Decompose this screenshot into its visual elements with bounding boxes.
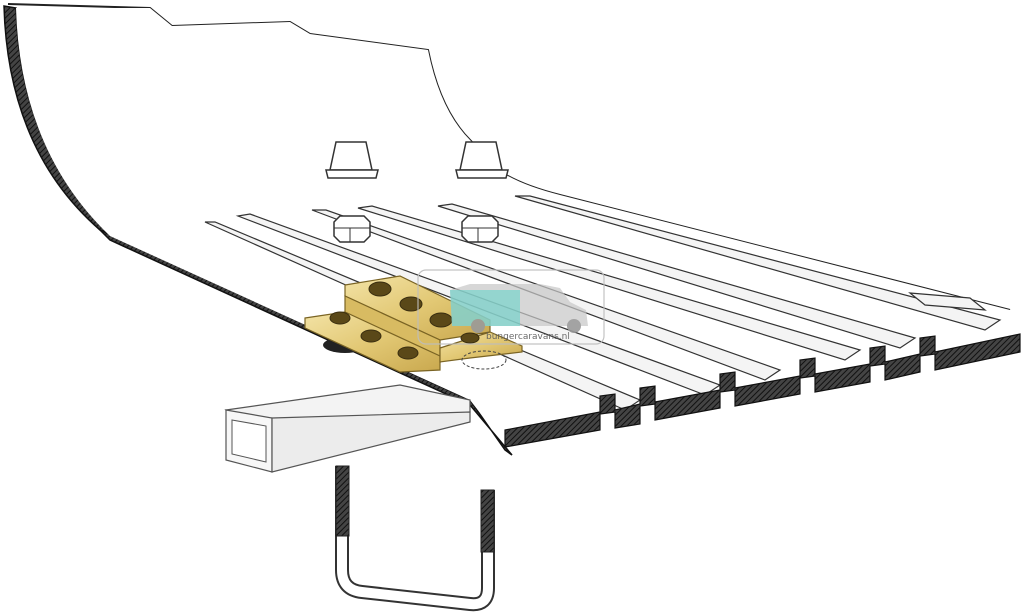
bracket-hole	[429, 312, 453, 328]
u-bolt-thread-left	[335, 465, 350, 537]
floor-ribs	[204, 195, 1002, 411]
floor-cross-section	[504, 333, 1021, 448]
bracket-hole	[368, 281, 392, 297]
bracket-hole	[397, 346, 419, 360]
mount-block-left	[325, 141, 379, 179]
watermark: bungercaravans.nl	[417, 269, 605, 345]
watermark-site-text: bungercaravans.nl	[486, 332, 570, 342]
mount-block-right	[455, 141, 509, 179]
hex-nut-left	[333, 215, 371, 243]
hex-nut-right	[461, 215, 499, 243]
rib-6	[514, 195, 1002, 331]
bracket-hole	[399, 296, 423, 312]
hidden-bolt-hole	[461, 350, 507, 370]
floor-panel	[3, 3, 1020, 456]
rib-4	[357, 205, 862, 361]
camper-van-logo-icon	[450, 284, 588, 333]
chassis-beam	[224, 384, 471, 473]
edge-clip	[908, 292, 987, 311]
rib-5	[437, 203, 917, 349]
bracket-hole	[460, 332, 480, 344]
u-bolt	[335, 465, 495, 612]
bracket-hole	[329, 311, 351, 325]
mounting-bracket	[304, 275, 523, 373]
u-bolt-thread-right	[480, 489, 495, 553]
bracket-hole	[360, 329, 382, 343]
